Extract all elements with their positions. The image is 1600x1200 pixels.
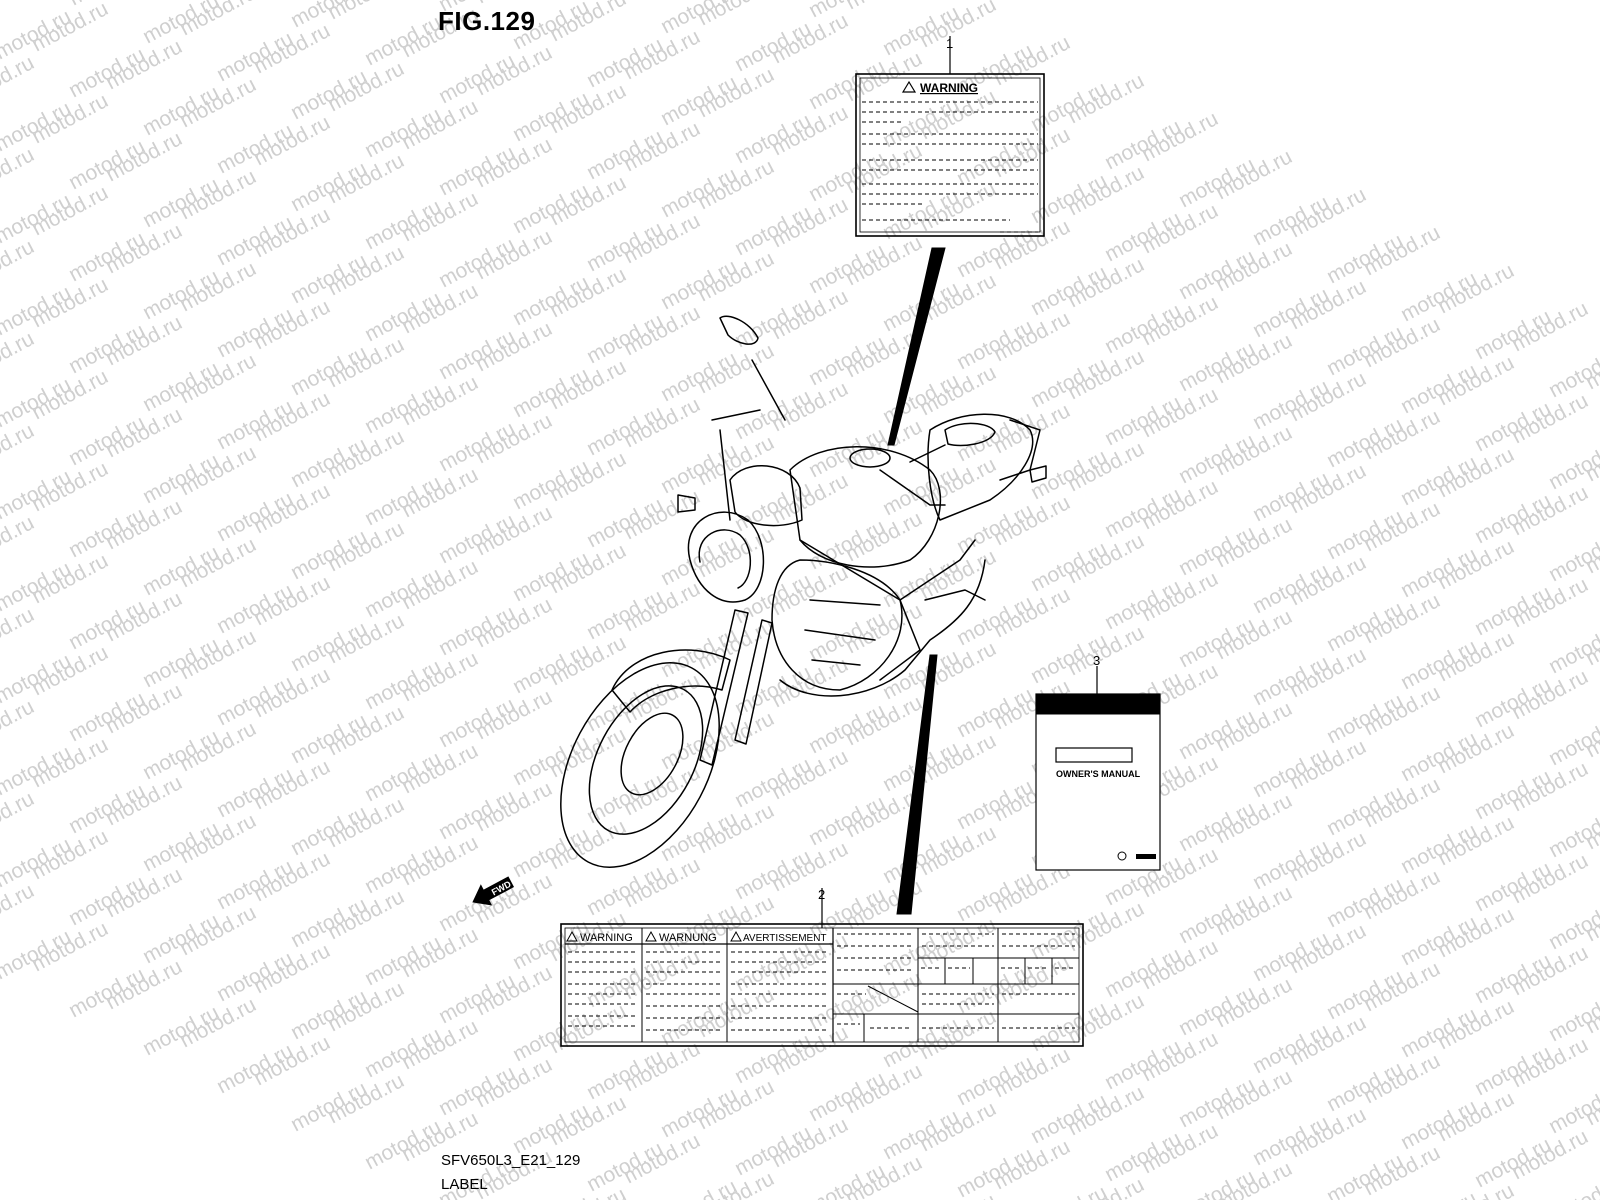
label-2-heading-de: WARNUNG [659,932,717,944]
label-1-text-lines [862,101,1038,233]
figure-code: SFV650L3_E21_129 [441,1152,581,1169]
label-1-inner-frame [859,77,1041,233]
label-2-frame [560,923,1084,1047]
callout-2: 2 [818,887,825,902]
label-1-heading: WARNING [920,81,978,95]
left-handlebar [711,409,761,521]
left-mirror-stem [751,359,786,421]
label-2-text-lines [568,933,1076,1031]
label-3-logo-bar [1136,854,1156,859]
seat [927,413,1034,521]
label-1-frame [855,73,1045,237]
label-1-warning [855,73,1045,237]
label-3-owners-manual [1035,693,1161,871]
label-2-inner-frame [564,927,1080,1043]
fwd-arrow: FWD [472,876,515,906]
label-2-info [560,923,1084,1047]
headlight-lens [698,529,752,589]
figure-name: LABEL [441,1176,488,1193]
right-mirror-stem [909,444,946,463]
leader-2-pointer [896,654,938,915]
label-2-warning-icon-en [566,930,578,942]
fwd-arrow-shape [472,876,515,906]
fork-right [734,619,773,745]
leader-lines [821,36,1098,928]
front-hub [620,712,684,796]
label-3-title-box [1055,747,1133,763]
frame-rail [799,539,976,601]
frame-lower [879,599,921,681]
right-mirror [944,422,996,447]
headlight [687,511,765,603]
instrument-cowl [729,465,803,527]
label-2-heading-fr: AVERTISSEMENT [743,933,827,944]
rear-turn-signal [1029,465,1047,483]
exhaust-pipe [779,559,986,697]
label-2-table-grid [833,928,1079,1042]
fork-left [699,609,749,766]
label-2-warning-icon-de [645,930,657,942]
label-2-heading-en: WARNING [580,932,633,944]
tail-section [999,419,1041,481]
figure-title: FIG.129 [438,6,536,36]
fuel-tank [789,446,942,568]
front-rim [588,685,704,835]
motorcycle-illustration [560,315,1047,868]
callout-3: 3 [1093,653,1100,668]
label-2-warning-icon-fr [730,930,742,942]
label-3-logo [1117,851,1127,861]
right-handlebar [879,469,946,506]
label-3-caption: OWNER'S MANUAL [1056,769,1141,779]
label-3-frame [1035,693,1161,871]
left-mirror [719,315,759,345]
label-3-header-band [1035,693,1161,715]
front-tire [560,662,720,868]
left-turn-signal [677,494,696,513]
engine-block [771,559,903,691]
rear-subframe [924,589,986,601]
front-fender [611,649,731,713]
leader-1-pointer [887,247,946,446]
fuel-cap [849,448,891,468]
engine-fins [804,599,881,666]
label-1-warning-icon [901,80,917,93]
callout-1: 1 [946,36,953,51]
